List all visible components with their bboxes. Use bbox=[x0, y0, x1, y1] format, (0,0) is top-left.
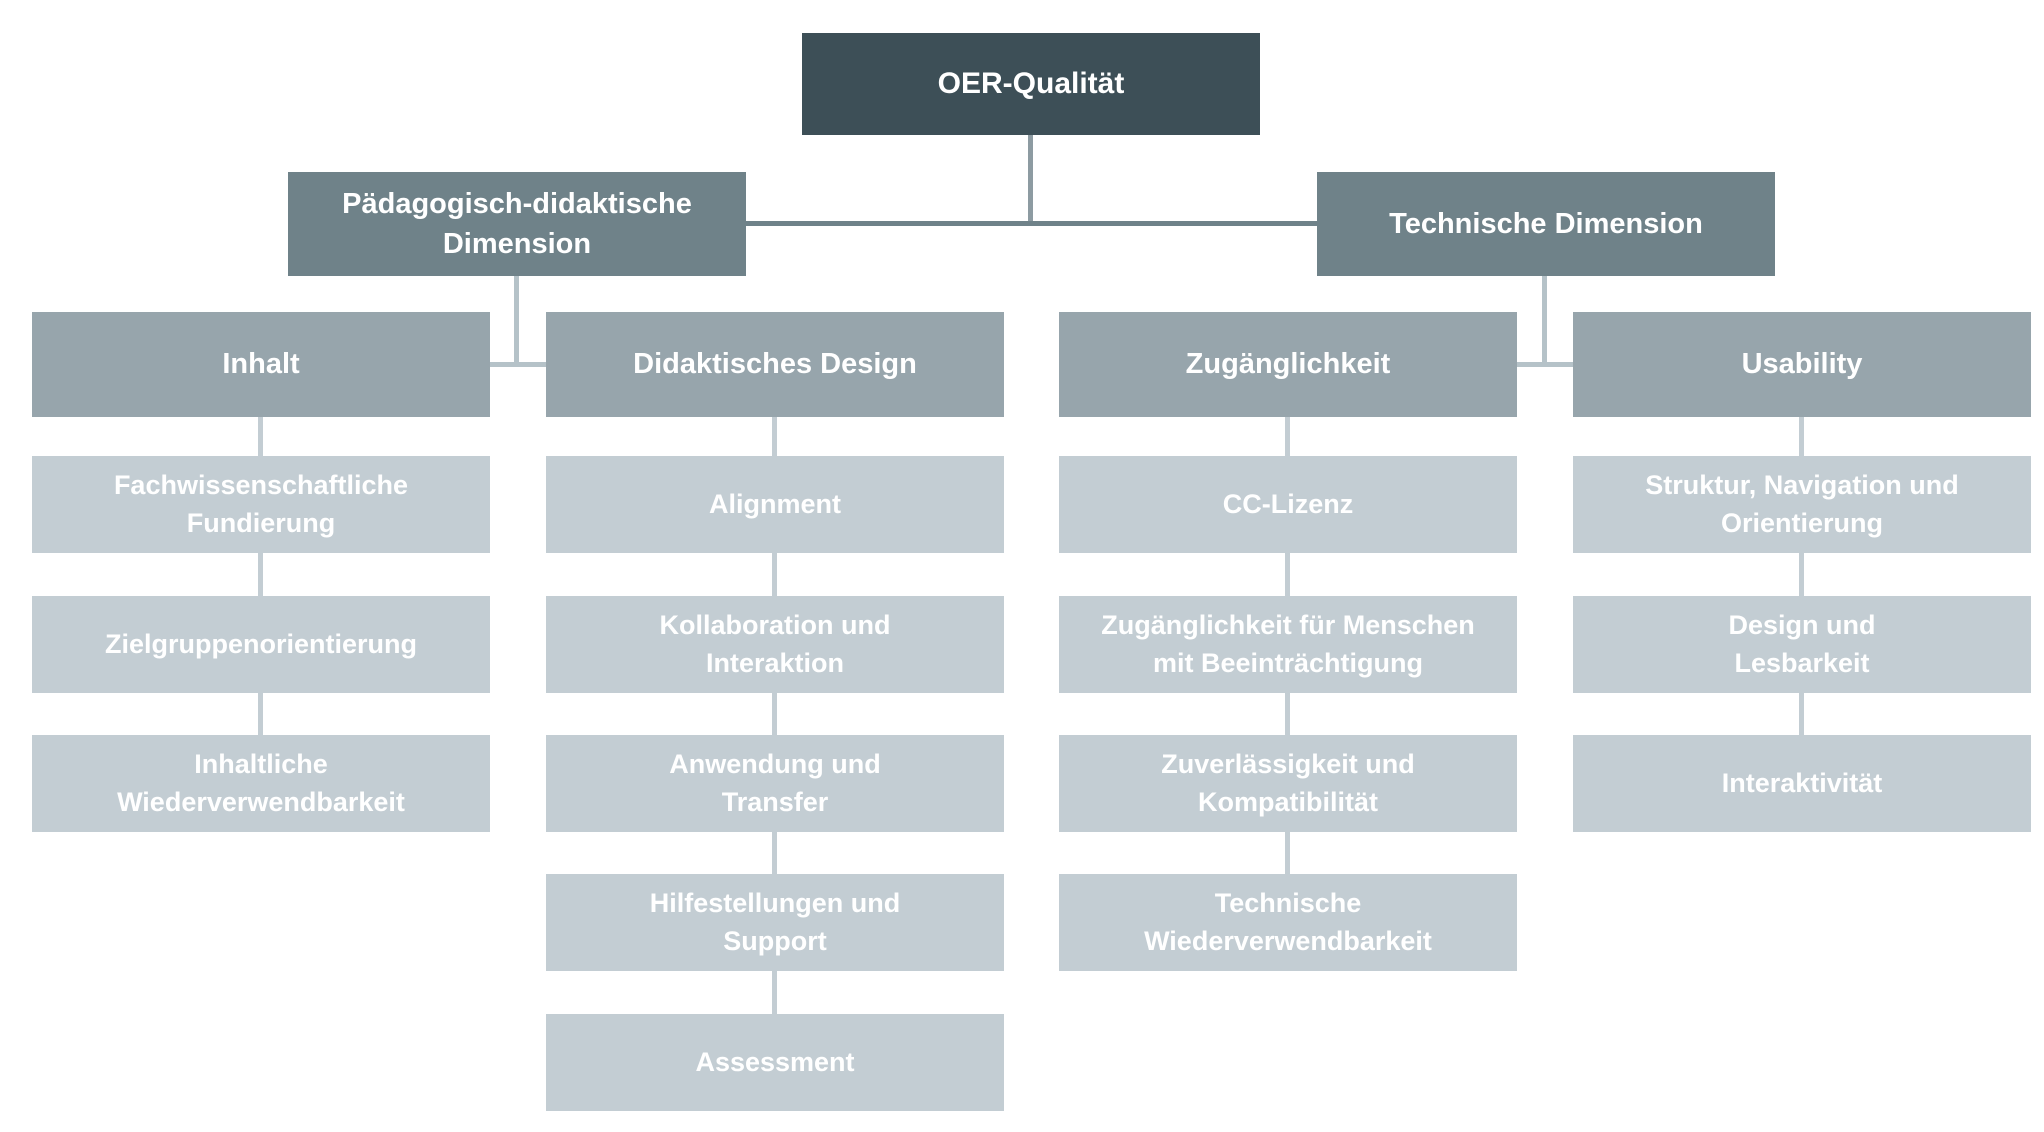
item-box: Interaktivität bbox=[1573, 735, 2031, 832]
item-box: Fachwissenschaftliche Fundierung bbox=[32, 456, 490, 553]
item-label: Kollaboration und Interaktion bbox=[659, 610, 891, 678]
category-box-zugaenglichkeit: Zugänglichkeit bbox=[1059, 312, 1517, 417]
item-label: Zugänglichkeit für Menschen mit Beeinträ… bbox=[1101, 610, 1475, 678]
dimension-box-paedagogisch-didaktisch: Pädagogisch-didaktische Dimension bbox=[288, 172, 746, 276]
item-label: Alignment bbox=[709, 488, 841, 519]
category-label: Zugänglichkeit bbox=[1185, 348, 1391, 381]
item-box: Alignment bbox=[546, 456, 1004, 553]
item-box: Zuverlässigkeit und Kompatibilität bbox=[1059, 735, 1517, 832]
item-label: Inhaltliche Wiederverwendbarkeit bbox=[117, 749, 405, 817]
category-box-usability: Usability bbox=[1573, 312, 2031, 417]
connector-dimensions-horizontal bbox=[746, 221, 1317, 226]
item-label: Technische Wiederverwendbarkeit bbox=[1144, 888, 1432, 956]
item-box: Inhaltliche Wiederverwendbarkeit bbox=[32, 735, 490, 832]
item-box: Anwendung und Transfer bbox=[546, 735, 1004, 832]
dimension-label: Pädagogisch-didaktische Dimension bbox=[342, 187, 692, 260]
item-label: Fachwissenschaftliche Fundierung bbox=[113, 470, 409, 538]
dimension-label: Technische Dimension bbox=[1389, 207, 1703, 240]
root-label: OER-Qualität bbox=[937, 67, 1125, 101]
category-label: Inhalt bbox=[222, 348, 300, 381]
column-connector-inhalt bbox=[258, 417, 263, 735]
item-label: Zielgruppenorientierung bbox=[104, 628, 417, 659]
category-label: Didaktisches Design bbox=[633, 348, 917, 381]
item-box: Technische Wiederverwendbarkeit bbox=[1059, 874, 1517, 971]
category-label: Usability bbox=[1741, 348, 1863, 381]
item-box: Design und Lesbarkeit bbox=[1573, 596, 2031, 693]
column-connector-usability bbox=[1799, 417, 1804, 735]
item-label: Anwendung und Transfer bbox=[669, 749, 881, 817]
connector-dimension-1-vertical bbox=[514, 276, 519, 364]
connector-dimension-2-horizontal bbox=[1517, 362, 1573, 367]
item-label: Assessment bbox=[695, 1046, 855, 1077]
connector-dimension-2-vertical bbox=[1542, 276, 1547, 364]
item-box: Assessment bbox=[546, 1014, 1004, 1111]
category-box-didaktisches-design: Didaktisches Design bbox=[546, 312, 1004, 417]
item-label: CC-Lizenz bbox=[1222, 488, 1354, 519]
item-box: Struktur, Navigation und Orientierung bbox=[1573, 456, 2031, 553]
item-box: CC-Lizenz bbox=[1059, 456, 1517, 553]
root-box: OER-Qualität bbox=[802, 33, 1260, 135]
category-box-inhalt: Inhalt bbox=[32, 312, 490, 417]
dimension-box-technisch: Technische Dimension bbox=[1317, 172, 1775, 276]
connector-root-vertical bbox=[1028, 135, 1033, 221]
item-box: Zugänglichkeit für Menschen mit Beeinträ… bbox=[1059, 596, 1517, 693]
item-label: Interaktivität bbox=[1721, 767, 1883, 798]
connector-dimension-1-horizontal bbox=[490, 362, 546, 367]
item-label: Struktur, Navigation und Orientierung bbox=[1645, 470, 1959, 538]
item-label: Design und Lesbarkeit bbox=[1728, 610, 1876, 678]
column-connector-didaktisches-design bbox=[772, 417, 777, 1014]
item-box: Hilfestellungen und Support bbox=[546, 874, 1004, 971]
item-box: Zielgruppenorientierung bbox=[32, 596, 490, 693]
item-box: Kollaboration und Interaktion bbox=[546, 596, 1004, 693]
item-label: Hilfestellungen und Support bbox=[649, 888, 901, 956]
item-label: Zuverlässigkeit und Kompatibilität bbox=[1161, 749, 1415, 817]
